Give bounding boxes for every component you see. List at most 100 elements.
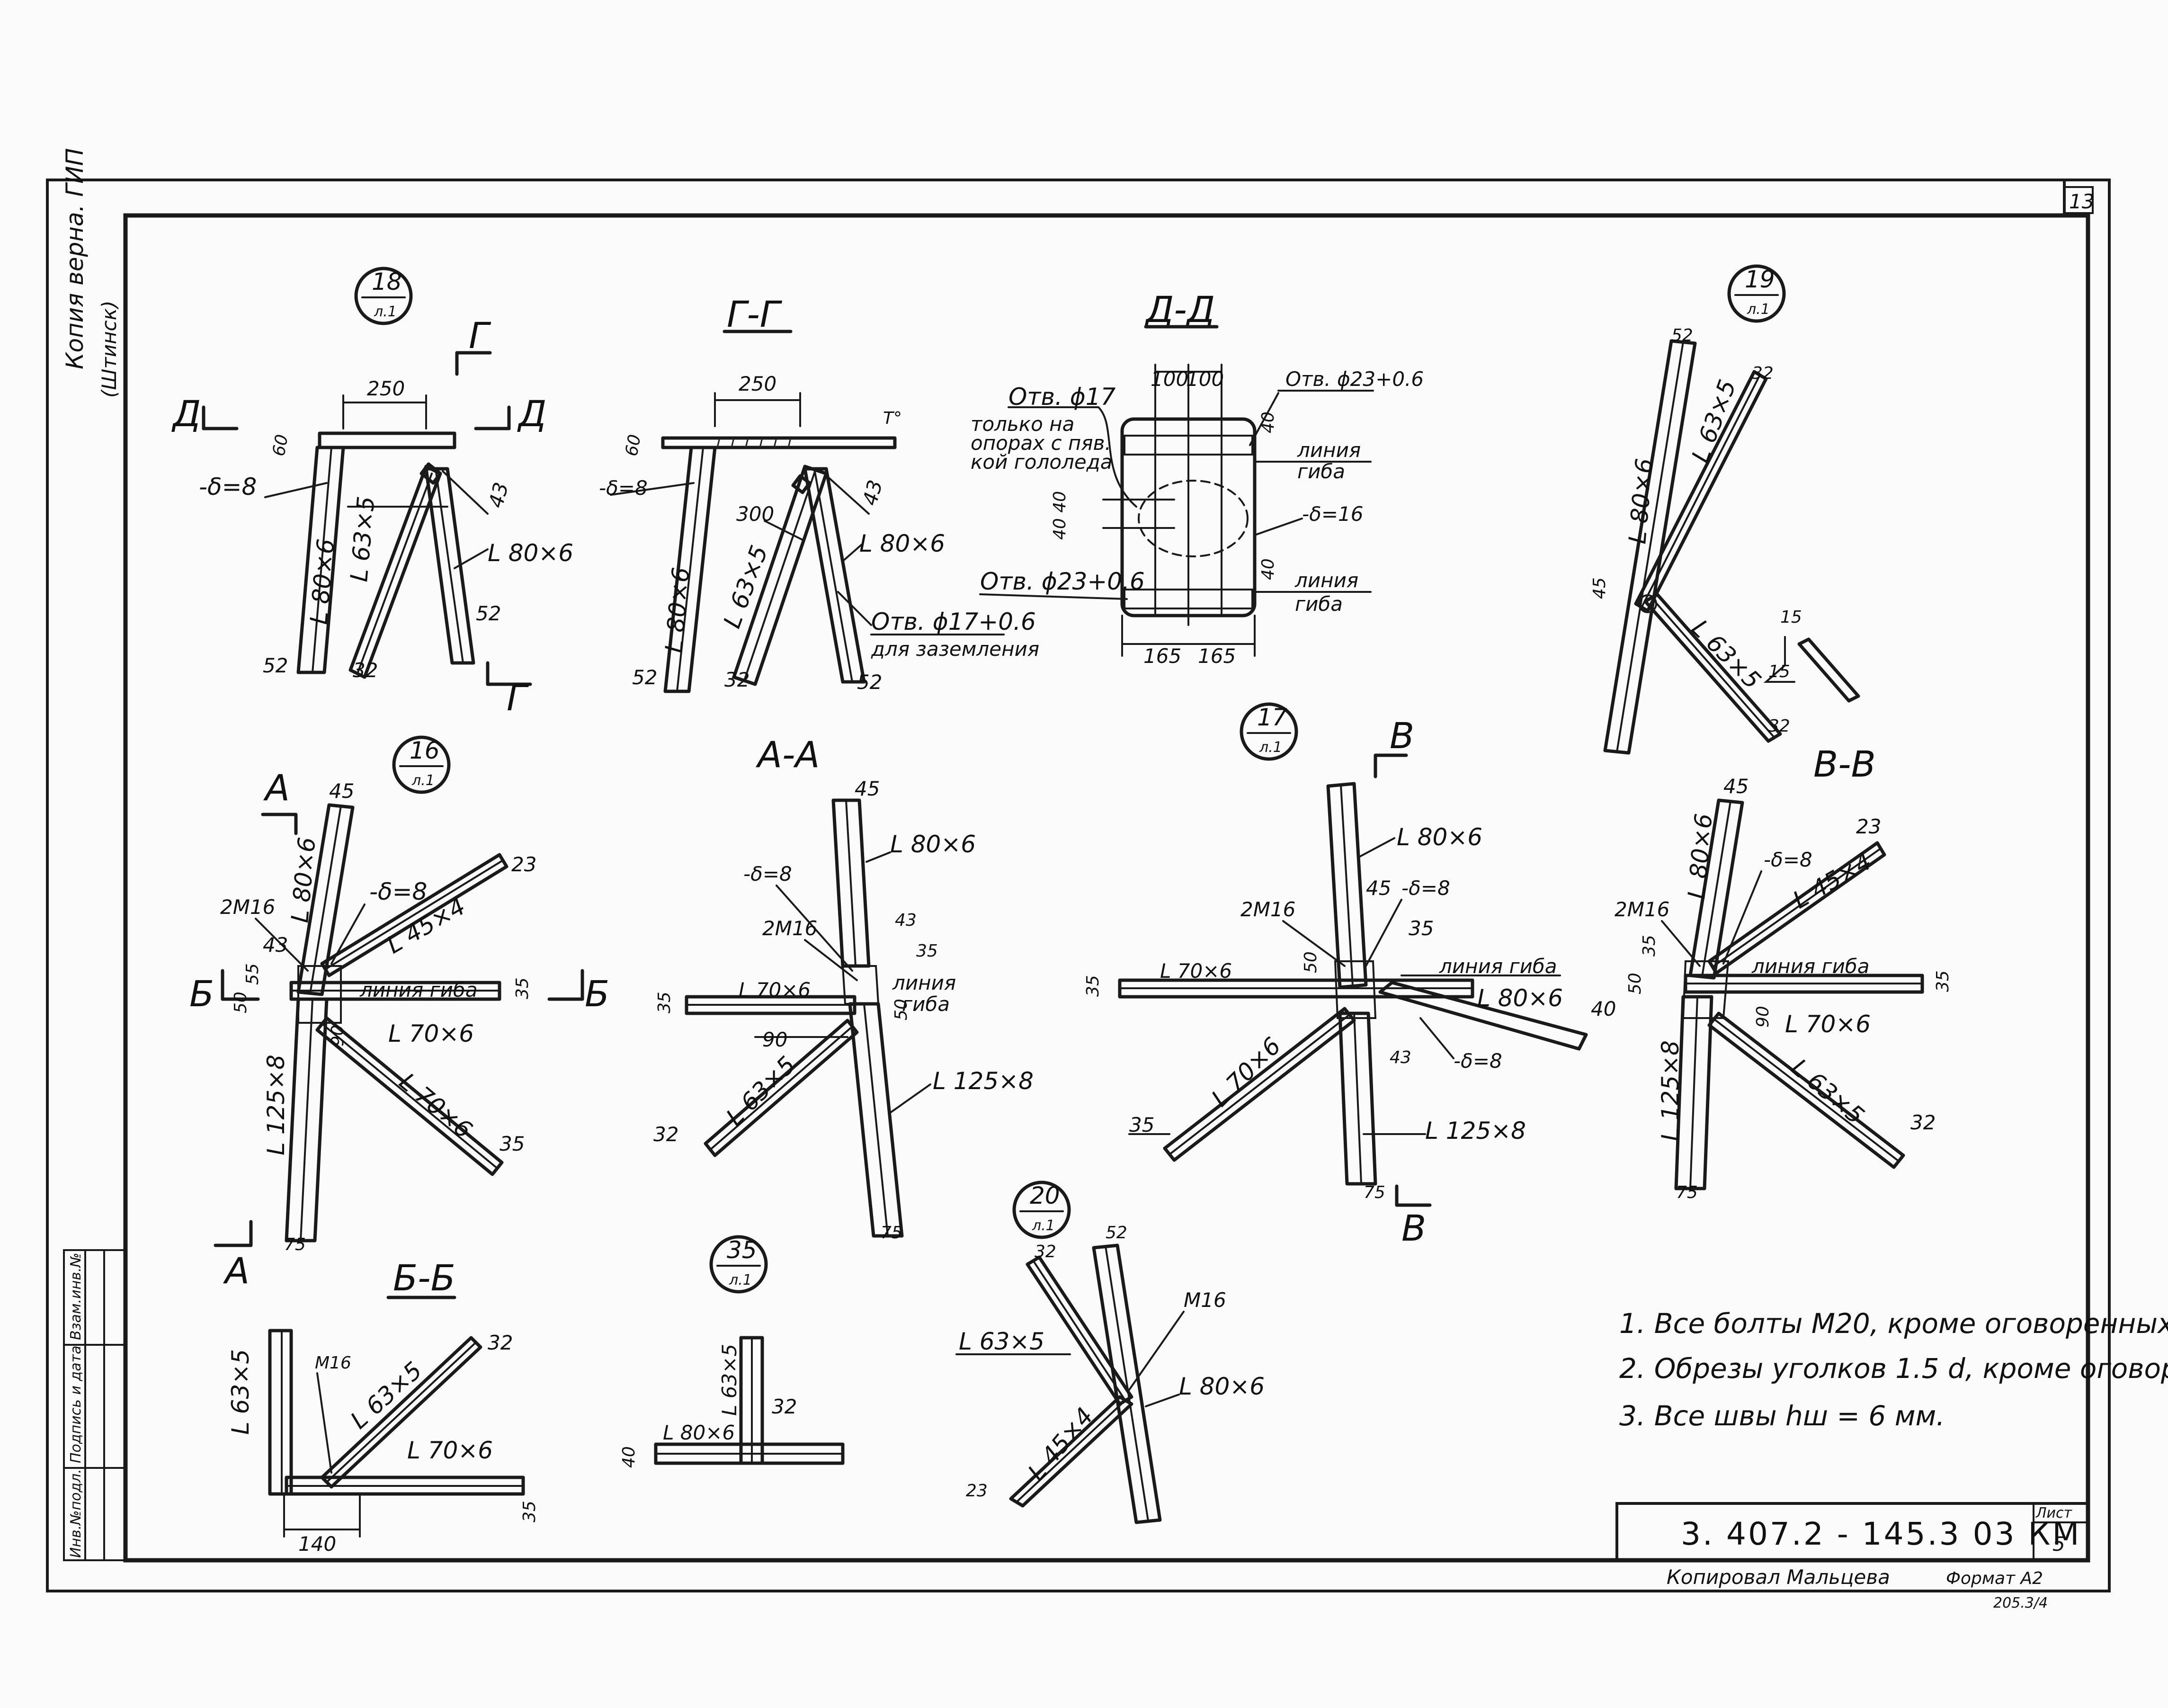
svg-text:-δ=8: -δ=8 — [1401, 876, 1450, 900]
svg-text:L 125×8: L 125×8 — [1657, 1040, 1684, 1141]
copied-by: Копировал Мальцева — [1667, 1565, 1890, 1589]
svg-text:23: 23 — [511, 853, 536, 876]
svg-text:300: 300 — [736, 502, 774, 526]
svg-text:линия: линия — [1294, 569, 1358, 592]
svg-text:52: 52 — [857, 671, 882, 694]
list-label: Лист — [2035, 1505, 2073, 1521]
svg-text:20: 20 — [1030, 1182, 1060, 1209]
svg-text:60: 60 — [622, 433, 644, 457]
svg-text:100: 100 — [1186, 367, 1224, 391]
svg-text:Д: Д — [517, 393, 546, 435]
svg-text:32: 32 — [488, 1331, 513, 1354]
side-stamp-text: Копия верна. ГИП — [61, 148, 89, 369]
svg-text:90: 90 — [762, 1028, 787, 1051]
svg-text:L 70×6: L 70×6 — [1785, 1010, 1871, 1038]
svg-text:L 80×6: L 80×6 — [1683, 813, 1718, 900]
svg-text:35: 35 — [655, 992, 674, 1013]
title-dd: Д-Д — [1144, 288, 1215, 331]
svg-text:43: 43 — [263, 933, 288, 957]
view-section-vv: В-В 45 L 80×6 -δ=8 L 45×4 23 2М16 35 50 … — [1615, 743, 1953, 1202]
node-circle-18 — [354, 267, 413, 325]
view-section-dd: Д-Д 100 100 40 40 Отв. ϕ17 только на опо… — [971, 288, 1424, 668]
svg-text:Отв. ϕ17+0.6: Отв. ϕ17+0.6 — [871, 608, 1036, 635]
svg-text:32: 32 — [724, 668, 749, 691]
svg-text:52: 52 — [476, 602, 501, 625]
title-bb: Б-Б — [393, 1257, 455, 1299]
svg-text:16: 16 — [410, 737, 440, 764]
note-1: 1. Все болты М20, кроме оговоренных. — [1619, 1307, 2168, 1340]
svg-text:23: 23 — [1856, 815, 1881, 838]
note-3: 3. Все швы hш = 6 мм. — [1619, 1400, 1945, 1432]
svg-text:43: 43 — [484, 480, 513, 510]
svg-text:35: 35 — [500, 1132, 525, 1155]
svg-text:L 63×5: L 63×5 — [718, 1344, 741, 1416]
svg-text:50: 50 — [892, 999, 911, 1020]
svg-text:52: 52 — [1671, 326, 1693, 345]
sheet-frame — [46, 179, 2111, 1592]
svg-text:40 40: 40 40 — [1050, 491, 1070, 540]
svg-text:гиба: гиба — [902, 993, 950, 1016]
svg-text:-δ=8: -δ=8 — [199, 473, 257, 501]
svg-text:гиба: гиба — [1295, 592, 1343, 616]
svg-text:35: 35 — [513, 977, 532, 999]
title-vv: В-В — [1813, 743, 1876, 785]
svg-text:-δ=8: -δ=8 — [1764, 848, 1812, 871]
svg-text:32: 32 — [1752, 364, 1774, 383]
svg-text:л.1: л.1 — [729, 1272, 752, 1288]
svg-text:165: 165 — [1143, 644, 1181, 668]
svg-text:-δ=8: -δ=8 — [1454, 1049, 1502, 1073]
svg-text:-δ=8: -δ=8 — [599, 476, 648, 500]
stamp-field-1: Инв.№подл. — [68, 1469, 84, 1558]
svg-text:L 80×6: L 80×6 — [1179, 1373, 1265, 1400]
svg-text:линия гиба: линия гиба — [1439, 955, 1557, 978]
svg-text:опорах с пяв.: опорах с пяв. — [971, 431, 1111, 455]
title-aa: А-А — [755, 733, 820, 776]
svg-text:гиба: гиба — [1297, 460, 1345, 483]
svg-text:2М16: 2М16 — [762, 917, 817, 940]
view-section-bb: Б-Б L 63×5 М16 L 63×5 32 L 70×6 35 140 — [227, 1257, 539, 1556]
svg-text:L 70×6: L 70×6 — [407, 1437, 493, 1464]
inv-number: 205.3/4 — [1993, 1595, 2048, 1611]
svg-text:18: 18 — [372, 268, 402, 295]
view-node-17: 17 л.1 В L 80×6 45 -δ=8 2М16 35 линия ги… — [1083, 702, 1616, 1249]
svg-text:15: 15 — [1780, 608, 1802, 627]
svg-text:L 63×5: L 63×5 — [345, 495, 380, 583]
node-circle-16 — [392, 735, 451, 794]
svg-text:л.1: л.1 — [1032, 1217, 1055, 1234]
svg-text:L 70×6: L 70×6 — [388, 1020, 474, 1047]
svg-text:90: 90 — [1753, 1006, 1773, 1028]
view-node-19: 19 л.1 52 32 L 80×6 L 63×5 L 63×5 45 32 … — [1590, 264, 1860, 755]
svg-text:52: 52 — [1106, 1223, 1127, 1243]
svg-text:2М16: 2М16 — [1240, 898, 1295, 921]
svg-text:50: 50 — [231, 992, 250, 1013]
svg-text:L 80×6: L 80×6 — [890, 831, 976, 858]
svg-text:Отв. ϕ23+0.6: Отв. ϕ23+0.6 — [1285, 367, 1424, 391]
svg-text:М16: М16 — [1184, 1288, 1226, 1312]
svg-text:L 125×8: L 125×8 — [1425, 1117, 1526, 1145]
svg-text:L 80×6: L 80×6 — [286, 836, 321, 924]
page-number: 13 — [2069, 190, 2094, 213]
svg-text:L 80×6: L 80×6 — [859, 530, 945, 557]
node-circle-35 — [709, 1235, 768, 1294]
svg-text:L 70×6: L 70×6 — [739, 978, 811, 1002]
svg-text:-δ=8: -δ=8 — [369, 878, 427, 905]
side-stamp: Копия верна. ГИП (Штинск) — [61, 148, 121, 398]
svg-text:32: 32 — [1768, 716, 1790, 736]
svg-text:50: 50 — [1301, 951, 1320, 973]
note-2: 2. Обрезы уголков 1.5 d, кроме оговоренн… — [1619, 1352, 2168, 1385]
svg-text:L 80×6: L 80×6 — [1477, 984, 1563, 1012]
svg-text:45: 45 — [1590, 577, 1609, 599]
svg-text:35: 35 — [1129, 1113, 1154, 1136]
svg-text:L 80×6: L 80×6 — [305, 538, 340, 626]
svg-text:L 63×5: L 63×5 — [345, 1357, 427, 1434]
svg-text:линия гиба: линия гиба — [359, 978, 478, 1002]
view-node-20: 20 л.1 32 52 L 63×5 М16 L 80×6 L 45×4 23 — [955, 1180, 1265, 1524]
svg-text:L 80×6: L 80×6 — [660, 566, 695, 654]
svg-text:32: 32 — [653, 1123, 678, 1146]
svg-text:250: 250 — [367, 377, 405, 400]
svg-text:45: 45 — [1723, 775, 1749, 798]
svg-text:Г: Г — [469, 314, 491, 357]
svg-text:L 125×8: L 125×8 — [262, 1055, 290, 1155]
svg-text:15: 15 — [1768, 662, 1790, 681]
